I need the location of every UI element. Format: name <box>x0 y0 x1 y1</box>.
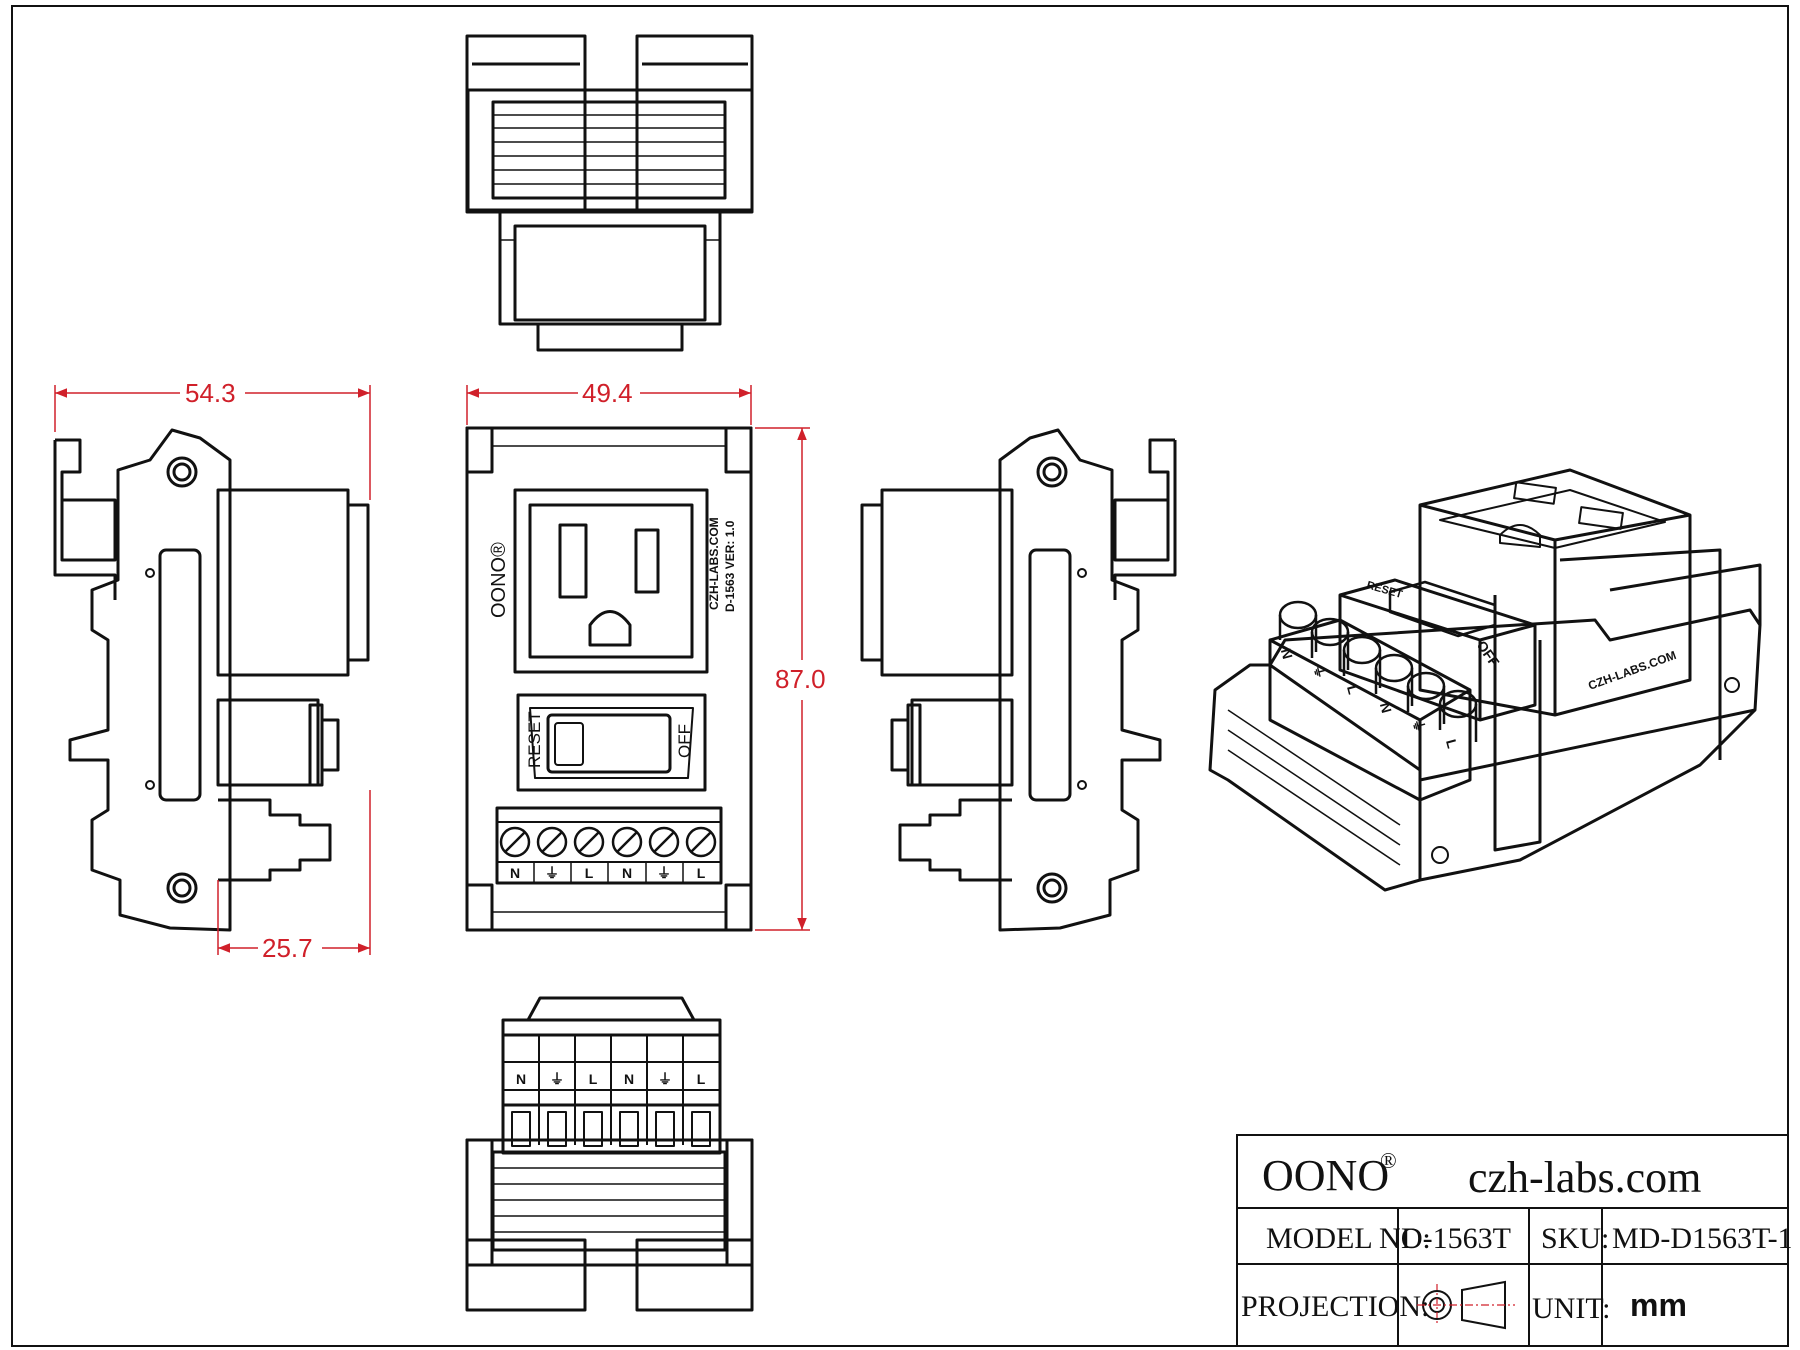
front-terminal-label-2: L <box>585 865 594 881</box>
model-no-value: D-1563T <box>1401 1222 1511 1255</box>
front-view <box>465 426 753 932</box>
iso-terminal-label-3: N <box>1377 701 1395 715</box>
title-block <box>1236 1134 1789 1347</box>
dimensions <box>54 385 810 955</box>
front-terminal-label-1: ⏚ <box>545 865 559 881</box>
sku-label: SKU: <box>1541 1222 1609 1255</box>
front-terminal-label-4: ⏚ <box>657 865 671 881</box>
terminal-screws <box>499 826 717 858</box>
model-no-label: MODEL NO: <box>1266 1222 1431 1255</box>
front-terminal-label-5: L <box>697 865 706 881</box>
dim-front-height: 87.0 <box>775 664 826 694</box>
iso-outlet-slot-2 <box>1578 506 1624 530</box>
rocker-switch[interactable] <box>546 713 672 774</box>
projection-symbol <box>1417 1280 1515 1330</box>
outlet-plate <box>513 488 709 674</box>
bottom-terminal-label-1: ⏚ <box>550 1071 564 1087</box>
title-website: czh-labs.com <box>1468 1153 1701 1202</box>
bottom-view <box>465 996 754 1312</box>
iso-rocker-switch[interactable] <box>1388 580 1497 638</box>
projection-label: PROJECTION: <box>1241 1290 1429 1323</box>
iso-terminal-screws <box>1278 600 1478 742</box>
front-reset-label: RESET <box>525 711 544 768</box>
front-model-label: D-1563 VER: 1.0 <box>723 520 737 612</box>
iso-terminal-label-5: L <box>1443 738 1461 751</box>
front-terminal-label-0: N <box>510 865 520 881</box>
top-view <box>465 34 754 352</box>
iso-terminal-labels: N ⏚ L N ⏚ L <box>1278 647 1461 751</box>
dim-side-width: 54.3 <box>185 378 236 408</box>
iso-terminal-label-2: L <box>1344 684 1362 697</box>
terminal-block <box>495 806 723 885</box>
iso-terminal-label-1: ⏚ <box>1310 663 1329 681</box>
iso-terminal-label-4: ⏚ <box>1409 717 1428 735</box>
rocker-switch-bezel <box>516 693 707 792</box>
unit-value: mm <box>1630 1287 1687 1323</box>
iso-terminal-label-0: N <box>1278 647 1296 661</box>
title-brand: OONO <box>1262 1151 1389 1200</box>
outlet-slot-left <box>558 523 588 599</box>
bottom-terminal-label-0: N <box>516 1071 526 1087</box>
isometric-view <box>1208 468 1762 892</box>
unit-label: UNIT: <box>1532 1292 1611 1325</box>
iso-outlet-slot-1 <box>1513 481 1557 505</box>
bottom-terminal-label-2: L <box>589 1071 598 1087</box>
front-terminal-labels: N ⏚ L N ⏚ L <box>510 865 706 881</box>
front-brand-label: OONO® <box>488 542 510 618</box>
dim-side-depth: 25.7 <box>262 933 313 963</box>
bottom-terminal-label-3: N <box>624 1071 634 1087</box>
outlet-slot-right <box>634 528 660 594</box>
sku-value: MD-D1563T-1 <box>1612 1222 1793 1255</box>
bottom-terminal-label-4: ⏚ <box>658 1071 672 1087</box>
left-side-view <box>53 428 370 932</box>
bottom-terminal-labels: N ⏚ L N ⏚ L <box>516 1071 706 1087</box>
right-side-view <box>860 428 1177 932</box>
front-site-label: CZH-LABS.COM <box>707 517 721 610</box>
iso-off-label: OFF <box>1474 638 1503 670</box>
outlet-ground-hole <box>588 610 632 647</box>
sheet-border <box>11 5 1789 1347</box>
title-brand-mark: ® <box>1380 1148 1397 1173</box>
bottom-terminal-label-5: L <box>697 1071 706 1087</box>
front-off-label: OFF <box>675 724 694 758</box>
front-terminal-label-3: N <box>622 865 632 881</box>
dim-front-width: 49.4 <box>582 378 633 408</box>
